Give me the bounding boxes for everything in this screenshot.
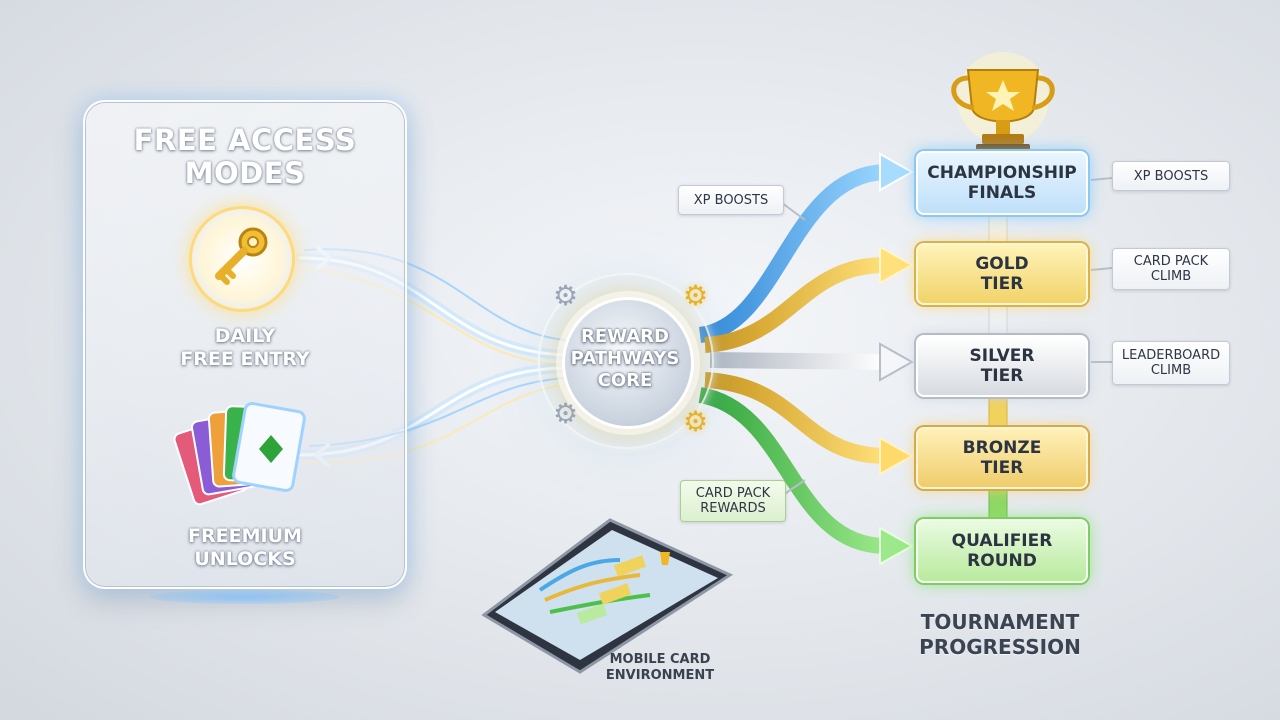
tier-label-line2: TIER bbox=[980, 274, 1024, 294]
flow-green bbox=[698, 387, 886, 554]
panel-glow bbox=[150, 590, 340, 604]
mobile-phone-illustration bbox=[481, 518, 734, 674]
arrowhead-blue bbox=[879, 152, 915, 192]
tier-connector-1 bbox=[988, 209, 1008, 247]
tier-label-line1: SILVER bbox=[969, 346, 1035, 366]
mode-label-line1: FREEMIUM bbox=[188, 525, 302, 547]
mode-freemium-unlocks: FREEMIUM UNLOCKS bbox=[85, 525, 405, 571]
flow-arrowheads bbox=[879, 152, 915, 566]
gear-icon: ⚙ bbox=[553, 279, 579, 312]
mode-label-line2: UNLOCKS bbox=[194, 548, 296, 570]
tier-connector-3 bbox=[988, 391, 1008, 431]
tag-text: XP BOOSTS bbox=[1133, 168, 1209, 184]
arrowhead-bronze bbox=[879, 436, 915, 476]
flow-bronze bbox=[704, 372, 886, 464]
mode-label-line1: DAILY bbox=[214, 325, 276, 347]
tag-text-line1: CARD PACK bbox=[1133, 254, 1209, 269]
arrowhead-gold bbox=[879, 245, 915, 285]
tier-label-line2: ROUND bbox=[967, 551, 1037, 571]
xp-right-pointer bbox=[1090, 177, 1113, 181]
flow-silver bbox=[709, 352, 886, 370]
mobile-card-environment-caption: MOBILE CARD ENVIRONMENT bbox=[600, 652, 720, 684]
arrowhead-silver bbox=[879, 342, 915, 382]
free-access-modes-panel: FREE ACCESS MODES DAILY FREE ENTRY FREEM… bbox=[83, 100, 407, 589]
mode-label-line2: FREE ENTRY bbox=[180, 348, 310, 370]
flow-gold bbox=[704, 257, 886, 353]
gear-icon: ⚙ bbox=[553, 397, 579, 430]
panel-title: FREE ACCESS MODES bbox=[85, 124, 405, 190]
caption-line1: TOURNAMENT bbox=[920, 610, 1080, 634]
mode-daily-free-entry: DAILY FREE ENTRY bbox=[85, 325, 405, 371]
tier-qualifier-round: QUALIFIER ROUND bbox=[916, 519, 1088, 583]
tier-label-line2: TIER bbox=[980, 458, 1024, 478]
tag-text-line2: CLIMB bbox=[1150, 363, 1192, 378]
core-label: REWARD PATHWAYS CORE bbox=[562, 326, 688, 392]
card-rewards-pointer bbox=[782, 479, 806, 496]
tier-bronze: BRONZE TIER bbox=[916, 427, 1088, 489]
tier-label-line1: QUALIFIER bbox=[951, 531, 1053, 551]
panel-title-line2: MODES bbox=[184, 156, 306, 190]
flow-ribbons bbox=[698, 164, 886, 554]
core-label-line2: PATHWAYS bbox=[570, 348, 680, 369]
tier-label-line2: FINALS bbox=[967, 183, 1037, 203]
caption-line2: PROGRESSION bbox=[919, 635, 1081, 659]
arrowhead-green bbox=[879, 526, 915, 566]
gear-icon: ⚙ bbox=[683, 405, 709, 438]
tier-connector-4 bbox=[988, 483, 1008, 523]
gear-icon: ⚙ bbox=[683, 279, 709, 312]
tier-label-line1: BRONZE bbox=[962, 438, 1042, 458]
core-label-line3: CORE bbox=[597, 370, 653, 391]
tag-text: XP BOOSTS bbox=[693, 192, 769, 208]
tier-label-line1: CHAMPIONSHIP bbox=[927, 163, 1077, 183]
panel-title-line1: FREE ACCESS bbox=[133, 123, 357, 157]
caption-line1: MOBILE CARD bbox=[609, 652, 711, 667]
tag-xp-boosts-right: XP BOOSTS bbox=[1112, 161, 1230, 191]
tag-text-line2: CLIMB bbox=[1150, 269, 1192, 284]
tag-card-pack-rewards: CARD PACK REWARDS bbox=[680, 480, 786, 522]
tag-leaderboard-climb: LEADERBOARD CLIMB bbox=[1112, 341, 1230, 385]
cards-icon bbox=[173, 402, 306, 506]
tag-card-pack-climb: CARD PACK CLIMB bbox=[1112, 248, 1230, 290]
key-icon-ring bbox=[189, 206, 295, 312]
tier-label-line2: TIER bbox=[980, 366, 1024, 386]
flow-blue bbox=[698, 164, 886, 343]
core-outer-ring bbox=[538, 273, 714, 449]
key-icon bbox=[215, 227, 268, 285]
card-climb-pointer bbox=[1090, 267, 1113, 271]
core-label-line1: REWARD bbox=[581, 326, 669, 347]
tier-gold: GOLD TIER bbox=[916, 243, 1088, 305]
tag-xp-boosts-left: XP BOOSTS bbox=[678, 185, 784, 215]
caption-line2: ENVIRONMENT bbox=[605, 668, 715, 683]
tag-text-line1: LEADERBOARD bbox=[1121, 348, 1221, 363]
tournament-progression-caption: TOURNAMENT PROGRESSION bbox=[900, 610, 1100, 660]
tier-connector-2 bbox=[988, 299, 1008, 339]
reward-pathways-core bbox=[562, 297, 694, 429]
tag-text-line2: REWARDS bbox=[700, 501, 766, 516]
tier-silver: SILVER TIER bbox=[916, 335, 1088, 397]
trophy-icon bbox=[951, 52, 1055, 154]
tag-text-line1: CARD PACK bbox=[695, 486, 771, 501]
tier-label-line1: GOLD bbox=[975, 254, 1029, 274]
tier-championship-finals: CHAMPIONSHIP FINALS bbox=[916, 151, 1088, 215]
